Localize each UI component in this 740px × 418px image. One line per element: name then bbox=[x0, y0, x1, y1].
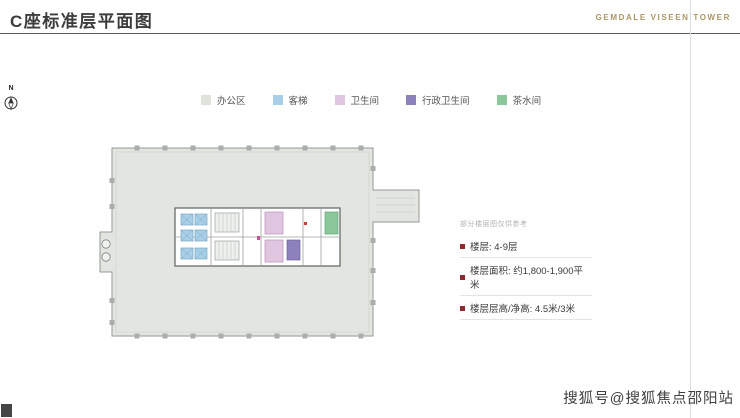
legend-label: 客梯 bbox=[288, 96, 308, 107]
legend-item-executive-restroom: 行政卫生间 bbox=[406, 93, 470, 107]
legend-item-elevator: 客梯 bbox=[272, 93, 308, 107]
stair-lobby bbox=[101, 239, 111, 262]
restroom-swatch-icon bbox=[334, 95, 345, 105]
legend-label: 茶水间 bbox=[512, 96, 542, 107]
legend: 办公区 客梯 卫生间 行政卫生间 茶水间 bbox=[201, 93, 541, 107]
bullet-icon bbox=[460, 305, 465, 311]
service-mark bbox=[257, 236, 260, 240]
legend-label: 卫生间 bbox=[350, 96, 380, 107]
curtain-wall-line bbox=[115, 151, 370, 333]
legend-label: 行政卫生间 bbox=[422, 96, 470, 107]
stair-shafts bbox=[214, 212, 240, 261]
executive-restroom-block bbox=[286, 239, 301, 261]
core bbox=[174, 207, 341, 267]
legend-item-restroom: 卫生间 bbox=[334, 93, 380, 107]
brand-logo-text: GEMDALE VISEEN TOWER bbox=[595, 13, 731, 22]
restroom-block bbox=[264, 211, 284, 235]
info-row-text: 楼层层高/净高: 4.5米/3米 bbox=[470, 304, 576, 315]
right-border-line bbox=[690, 0, 691, 418]
legend-label: 办公区 bbox=[217, 96, 246, 107]
bullet-icon bbox=[460, 243, 465, 249]
info-panel: 部分楼层图仅供参考 楼层: 4-9层 楼层面积: 约1,800-1,900平米 … bbox=[460, 219, 592, 320]
pantry-block bbox=[324, 211, 339, 235]
compass-icon bbox=[4, 96, 18, 110]
pantry-swatch-icon bbox=[496, 95, 507, 105]
watermark: 搜狐号@搜狐焦点邵阳站 bbox=[563, 391, 734, 407]
service-mark bbox=[304, 222, 307, 225]
floorplan bbox=[99, 145, 420, 339]
legend-item-office: 办公区 bbox=[201, 93, 246, 107]
elevator-swatch-icon bbox=[272, 95, 283, 105]
perimeter-columns bbox=[109, 145, 376, 339]
compass: N bbox=[3, 85, 19, 116]
restroom-block bbox=[264, 239, 284, 263]
legend-item-pantry: 茶水间 bbox=[496, 93, 542, 107]
info-row-text: 楼层面积: 约1,800-1,900平米 bbox=[470, 266, 583, 291]
info-row-text: 楼层: 4-9层 bbox=[470, 242, 518, 253]
compass-north-label: N bbox=[8, 85, 14, 92]
header-divider bbox=[0, 33, 740, 34]
executive-restroom-swatch-icon bbox=[406, 95, 417, 105]
office-swatch-icon bbox=[201, 95, 211, 105]
bullet-icon bbox=[460, 274, 465, 280]
info-row-area: 楼层面积: 约1,800-1,900平米 bbox=[460, 258, 592, 296]
info-row-height: 楼层层高/净高: 4.5米/3米 bbox=[460, 296, 592, 320]
corner-artifact bbox=[1, 404, 12, 417]
info-note: 部分楼层图仅供参考 bbox=[460, 221, 528, 228]
info-row-floors: 楼层: 4-9层 bbox=[460, 234, 592, 258]
page-title: C座标准层平面图 bbox=[10, 12, 154, 31]
elevator-cross-marks bbox=[180, 213, 208, 260]
right-wing-strips bbox=[376, 197, 415, 213]
